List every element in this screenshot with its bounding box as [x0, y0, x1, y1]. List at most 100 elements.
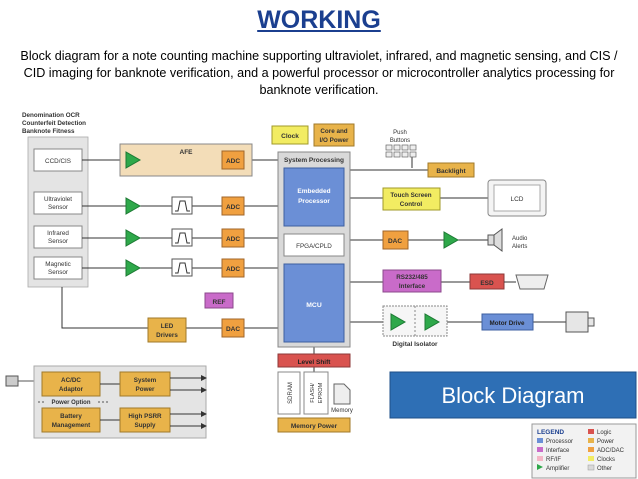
led-drivers-label-1: LED: [161, 323, 174, 330]
legend-power-swatch: [588, 438, 594, 443]
legend-logic: Logic: [597, 430, 611, 436]
caption-label: Block Diagram: [441, 383, 584, 408]
mcu-box: [283, 263, 345, 343]
filters: [171, 196, 193, 277]
clock-box: [271, 125, 309, 145]
fpga-label: FPGA/CPLD: [296, 243, 332, 250]
dac-box-led: [221, 318, 245, 338]
psrr-label-2: Supply: [135, 422, 156, 429]
adc-label-1: ADC: [226, 158, 240, 165]
plug-icon: [5, 375, 36, 387]
backlight-box: [427, 162, 475, 178]
esd-label: ESD: [480, 280, 494, 287]
ir-amplifier-icon: [125, 229, 142, 247]
serial-connector-icon: [504, 274, 549, 290]
rs232-label-1: RS232/485: [396, 274, 428, 281]
dac-box-audio: [382, 230, 409, 250]
power-output-arrows: [170, 375, 207, 429]
core-power-box: [313, 123, 355, 147]
psrr-box: [119, 407, 171, 433]
battery-box: [41, 407, 101, 433]
afe-amplifier-icon: [125, 151, 142, 169]
mcu-label: MCU: [306, 302, 322, 309]
uv-amplifier-icon: [125, 197, 142, 215]
clock-label: Clock: [281, 133, 299, 140]
page-subtitle: Block diagram for a note counting machin…: [20, 49, 618, 97]
ccd-cis-label: CCD/CIS: [45, 158, 71, 165]
touch-screen-box: [382, 187, 441, 211]
legend-adcdac-swatch: [588, 447, 594, 452]
motor-icon: [565, 311, 595, 333]
audio-amplifier-icon: [443, 231, 460, 249]
power-option-label: Power Option: [52, 400, 91, 406]
mag-amplifier-icon: [125, 259, 142, 277]
isolator-amp-2-icon: [424, 313, 441, 331]
ir-sensor-label-1: Infrared: [47, 230, 69, 237]
legend-box: [531, 423, 637, 479]
acdc-box: [41, 371, 101, 397]
acdc-label-1: AC/DC: [61, 377, 81, 384]
sensor-header-1: Denomination OCR: [22, 112, 80, 119]
flash-label-2: EPROM: [318, 382, 324, 403]
afe-label: AFE: [180, 149, 194, 156]
backlight-label: Backlight: [436, 168, 466, 175]
ref-box: [204, 292, 234, 309]
sdram-box: [277, 371, 301, 415]
legend-processor-swatch: [537, 438, 543, 443]
dac-label-led: DAC: [226, 326, 240, 333]
ir-sensor-label-2: Sensor: [48, 238, 68, 245]
uv-sensor-box: [33, 191, 83, 215]
flash-label-1: FLASH/: [310, 383, 316, 403]
system-processing-label: System Processing: [284, 157, 344, 164]
uv-sensor-label-1: Ultraviolet: [44, 196, 72, 203]
core-power-label-2: I/O Power: [319, 137, 349, 144]
memory-power-label: Memory Power: [291, 423, 338, 430]
rs232-box: [382, 269, 442, 293]
system-power-label-1: System: [134, 377, 157, 384]
audio-alerts-label-1: Audio: [512, 236, 528, 242]
sensor-amplifiers: [125, 197, 460, 277]
flash-box: [303, 371, 329, 415]
legend-power: Power: [597, 439, 614, 445]
legend-other: Other: [597, 466, 612, 472]
touch-screen-label-1: Touch Screen: [390, 192, 431, 199]
legend-amplifier-swatch: [537, 464, 543, 470]
led-drivers-box: [147, 317, 187, 343]
uv-sensor-label-2: Sensor: [48, 204, 68, 211]
memory-power-box: [277, 417, 351, 433]
psrr-label-1: High PSRR: [128, 413, 162, 420]
isolator-amp-1-icon: [390, 313, 407, 331]
led-drivers-label-2: Drivers: [156, 332, 178, 339]
legend-rfif-swatch: [537, 456, 543, 461]
push-buttons-label-2: Buttons: [390, 138, 410, 144]
adc-label-2: ADC: [226, 204, 240, 211]
legend-other-swatch: [587, 464, 595, 471]
rs232-label-2: Interface: [399, 283, 426, 290]
system-power-box: [119, 371, 171, 397]
embedded-processor-label-1: Embedded: [297, 188, 330, 195]
sensor-header-2: Counterfeit Detection: [22, 120, 86, 127]
adc-box-4: [221, 258, 245, 278]
legend-interface: Interface: [546, 448, 570, 454]
legend-clocks-swatch: [588, 456, 594, 461]
fpga-box: [283, 233, 345, 257]
legend-title: LEGEND: [537, 429, 564, 436]
motor-drive-label: Motor Drive: [490, 320, 525, 327]
push-buttons-label-1: Push: [393, 130, 407, 136]
legend-interface-swatch: [537, 447, 543, 452]
speaker-icon: [487, 228, 503, 252]
dac-label-audio: DAC: [388, 238, 402, 245]
mag-sensor-label-2: Sensor: [48, 269, 68, 276]
sdram-label: SDRAM: [288, 382, 294, 404]
legend-processor: Processor: [546, 439, 573, 445]
memory-card-icon: [333, 383, 351, 405]
level-shift-box: [277, 353, 351, 368]
adc-box-3: [221, 228, 245, 248]
ref-label: REF: [213, 299, 226, 306]
level-shift-label: Level Shift: [298, 359, 332, 366]
sensor-header-3: Banknote Fitness: [22, 128, 75, 135]
mag-sensor-label-1: Magnetic: [45, 261, 71, 268]
adc-box-2: [221, 196, 245, 216]
memory-label: Memory: [331, 408, 353, 414]
adc-label-3: ADC: [226, 236, 240, 243]
